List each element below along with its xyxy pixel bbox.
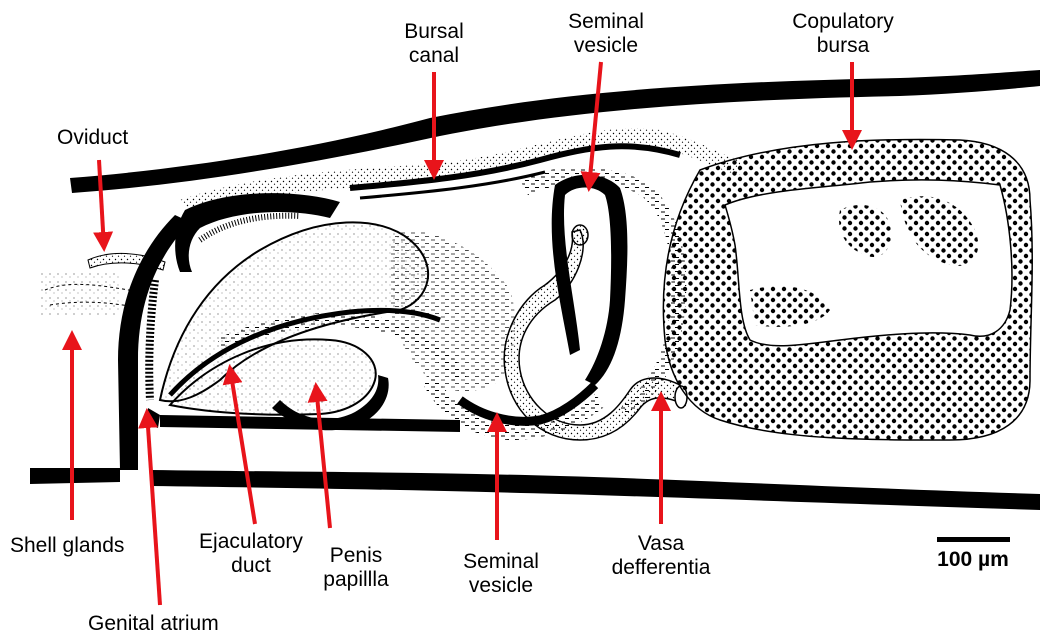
label-penis-papilla-line1: Penis — [330, 544, 383, 567]
label-seminal-vesicle-top-line1: Seminal — [568, 10, 644, 33]
label-seminal-vesicle-top-line2: vesicle — [574, 34, 638, 57]
label-ejaculatory-duct-line1: Ejaculatory — [199, 530, 303, 553]
label-genital-atrium: Genital atrium — [88, 612, 219, 635]
label-seminal-vesicle-bottom-line1: Seminal — [463, 550, 539, 573]
arrow-oviduct — [99, 160, 104, 248]
body-wall-bottom — [30, 468, 120, 484]
label-oviduct: Oviduct — [57, 126, 128, 149]
scale-bar: 100 µm — [937, 537, 1010, 571]
label-ejaculatory-duct-line2: duct — [231, 554, 271, 577]
arrow-genital-atrium — [147, 412, 160, 605]
scale-bar-line — [937, 537, 1010, 542]
scale-bar-label: 100 µm — [937, 548, 1009, 571]
label-copulatory-bursa-line1: Copulatory — [792, 10, 894, 33]
label-bursal-canal-line2: canal — [409, 44, 459, 67]
label-vasa-defferentia-line2: defferentia — [612, 556, 711, 579]
copulatory-bursa — [663, 139, 1032, 440]
label-penis-papilla-line2: papillla — [323, 568, 389, 591]
label-vasa-defferentia-line1: Vasa — [638, 532, 685, 555]
body-wall-bottom-long — [150, 470, 1040, 510]
label-shell-glands: Shell glands — [10, 534, 124, 557]
label-bursal-canal-line1: Bursal — [404, 20, 464, 43]
label-copulatory-bursa-line2: bursa — [817, 34, 870, 57]
label-seminal-vesicle-bottom-line2: vesicle — [469, 574, 533, 597]
